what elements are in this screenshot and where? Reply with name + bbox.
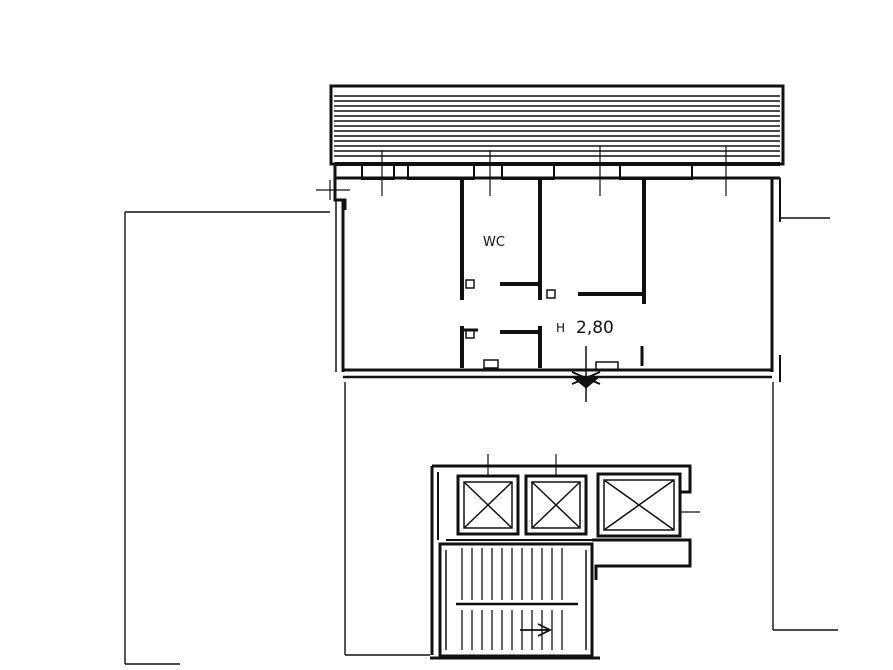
entrance-door xyxy=(571,346,601,402)
balcony xyxy=(329,84,785,166)
balcony-outline xyxy=(329,84,785,166)
balcony-decking xyxy=(334,95,780,157)
apartment-walls xyxy=(335,178,781,382)
elevator-shaft xyxy=(596,472,700,538)
height-prefix-label: H xyxy=(556,321,565,335)
elevator-shaft xyxy=(524,454,588,536)
window-center-ticks xyxy=(316,146,727,200)
stair-arrow xyxy=(520,623,553,637)
interior-partitions xyxy=(460,180,646,371)
stairwell xyxy=(430,542,600,660)
height-value-label: 2,80 xyxy=(576,318,614,338)
wc-label: WC xyxy=(483,235,505,250)
landing-area xyxy=(124,211,838,665)
window xyxy=(361,162,693,180)
elevator-shaft xyxy=(456,454,520,536)
elevator-core xyxy=(430,454,700,655)
facade-wall xyxy=(316,146,780,210)
stair-treads xyxy=(461,548,563,650)
